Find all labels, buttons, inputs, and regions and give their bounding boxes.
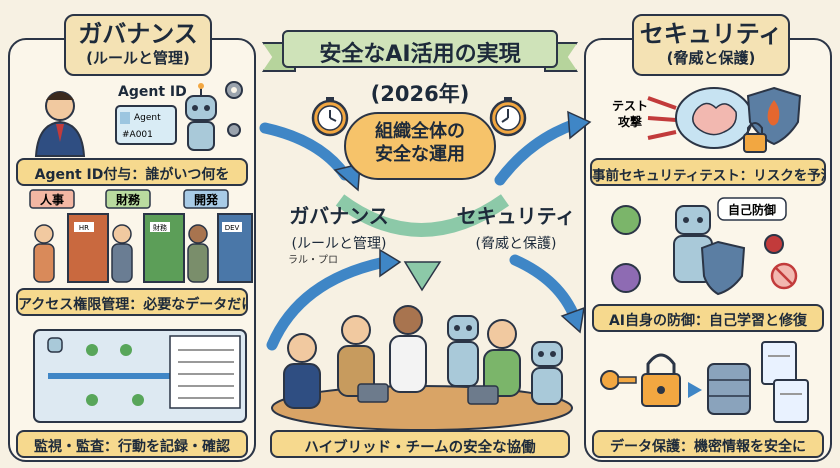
staff-icons — [33, 224, 209, 283]
team-caption: ハイブリッド・チームの安全な協働 — [270, 430, 570, 458]
brain-icon — [675, 87, 753, 149]
center-goal-line2: 安全な運用 — [375, 144, 465, 166]
agent-id-badge-label: Agent ID — [118, 84, 187, 100]
laptop-icon — [467, 385, 499, 405]
access-caption: アクセス権限管理：必要なデータだけ — [16, 288, 248, 316]
center-goal-line1: 組織全体の — [375, 121, 465, 142]
agent-id-caption: Agent ID付与：誰がいつ何を — [16, 158, 248, 186]
person-icon — [283, 333, 321, 409]
robot-icon — [447, 315, 479, 387]
year-label: (2026年) — [370, 82, 470, 106]
department-finance: 財務 — [115, 192, 141, 207]
agent-card-line1: Agent — [134, 113, 161, 123]
blocked-icon — [770, 262, 798, 290]
department-dev: 開発 — [194, 192, 219, 207]
robot-icon — [531, 341, 563, 405]
governance-title: ガバナンス — [78, 20, 198, 48]
team-illustration — [271, 305, 573, 431]
governance-illustrations: Agent ID Agent #A001 人事 財務 開発 HR 財務 DEV — [29, 81, 253, 423]
governance-subtitle: (ルールと管理) — [86, 49, 190, 68]
green-arrow — [335, 194, 510, 237]
clock-icon — [489, 97, 527, 137]
arrowheads — [333, 110, 592, 334]
monitoring-caption: 監視・監査：行動を記録・確認 — [16, 430, 248, 458]
id-card-icon: Agent #A001 — [115, 105, 177, 145]
center-goal-bubble: 組織全体の 安全な運用 — [344, 112, 496, 180]
door-label-hr: HR — [79, 224, 89, 232]
database-icon — [707, 363, 751, 415]
middle-scribble-text: ラル・プロ — [288, 255, 338, 266]
padlock-icon — [641, 353, 681, 407]
virus-icon — [611, 205, 784, 293]
shield-icon — [700, 240, 746, 296]
middle-governance-title: ガバナンス — [289, 204, 389, 228]
gear-icon — [225, 81, 243, 137]
document-icon — [761, 341, 809, 423]
middle-security-label: セキュリティ (脅威と保護) — [446, 200, 586, 253]
green-arrowhead — [403, 261, 442, 292]
laptop-icon — [357, 383, 389, 403]
data-protection-caption: データ保護：機密情報を安全に — [592, 430, 824, 458]
agent-card-line2: #A001 — [122, 130, 153, 140]
person-icon — [34, 91, 86, 157]
department-hr: 人事 — [40, 192, 64, 207]
arrow-icon — [688, 382, 702, 398]
security-subtitle: (脅威と保護) — [666, 49, 756, 68]
department-tags: 人事 財務 開発 — [29, 189, 229, 209]
middle-governance-label: ガバナンス (ルールと管理) — [264, 200, 414, 253]
middle-governance-subtitle: (ルールと管理) — [291, 236, 387, 252]
person-icon — [389, 305, 427, 393]
door-label-finance: 財務 — [153, 223, 167, 232]
attack-arrows — [647, 96, 677, 140]
test-label-line1: テスト — [612, 99, 648, 113]
middle-security-subtitle: (脅威と保護) — [475, 236, 557, 252]
person-icon — [483, 319, 521, 397]
security-header: セキュリティ (脅威と保護) — [632, 14, 790, 76]
door-label-dev: DEV — [225, 224, 240, 232]
self-defense-bubble-text: 自己防御 — [728, 202, 776, 217]
pretest-caption: 事前セキュリティテスト：リスクを予測 — [590, 158, 826, 186]
security-title: セキュリティ — [639, 20, 783, 48]
key-icon — [600, 370, 637, 390]
test-label-line2: 攻撃 — [618, 114, 642, 129]
door-icons: HR 財務 DEV — [67, 213, 253, 283]
lock-icon — [743, 122, 767, 153]
self-defense-caption: AI自身の防御：自己学習と修復 — [592, 304, 824, 332]
governance-header: ガバナンス (ルールと管理) — [64, 14, 212, 76]
speech-bubble — [717, 197, 787, 221]
middle-security-title: セキュリティ — [456, 204, 576, 228]
page-title: 安全なAI活用の実現 — [282, 30, 558, 68]
monitor-screen — [33, 329, 247, 423]
robot-icon — [185, 83, 217, 151]
clock-icon — [311, 97, 349, 137]
security-illustrations: テスト 攻撃 自己防御 — [600, 86, 809, 423]
